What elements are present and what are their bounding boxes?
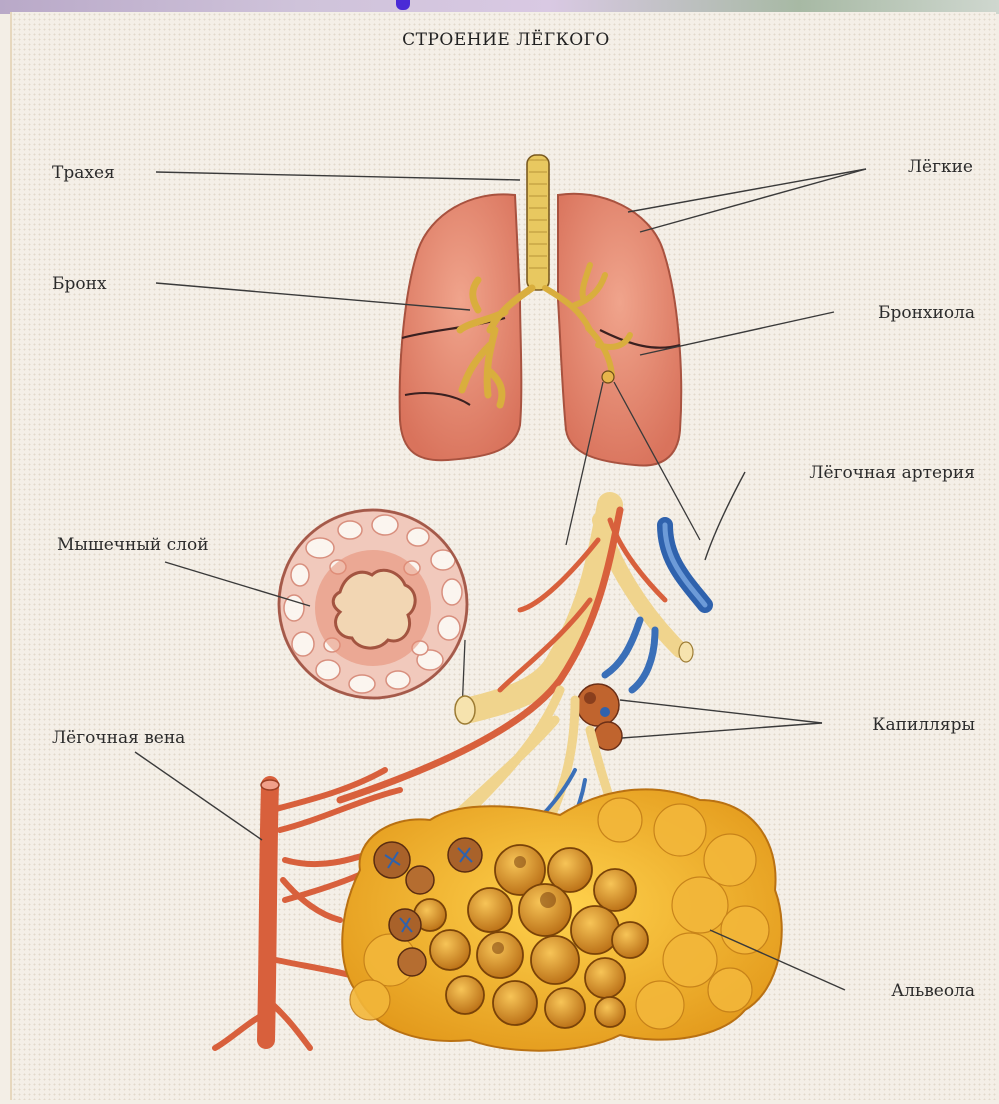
bronchiole-end bbox=[602, 371, 614, 383]
label-bronchiole: Бронхиола bbox=[878, 303, 975, 323]
bronchiole-tube bbox=[470, 505, 610, 710]
leader-trachea bbox=[156, 172, 520, 180]
label-lungs: Лёгкие bbox=[908, 157, 973, 177]
label-bronchus: Бронх bbox=[52, 274, 107, 294]
trachea-tube bbox=[527, 155, 549, 290]
leader-lungs-2 bbox=[640, 169, 866, 232]
airway-lumen bbox=[333, 570, 415, 648]
leader-pulmonary-vein bbox=[135, 752, 262, 840]
alveoli-cluster bbox=[342, 789, 781, 1050]
muscle-layer-cross-section bbox=[279, 510, 467, 698]
leader-lungs-1 bbox=[628, 169, 866, 212]
label-pulmonary-vein: Лёгочная вена bbox=[52, 728, 185, 748]
label-alveolus: Альвеола bbox=[891, 981, 975, 1001]
diagram-title: СТРОЕНИЕ ЛЁГКОГО bbox=[402, 29, 610, 50]
leader-capillaries-2 bbox=[622, 723, 822, 738]
label-muscle-layer: Мышечный слой bbox=[57, 535, 209, 555]
capillary-ball-upper bbox=[577, 684, 619, 726]
leader-capillaries-1 bbox=[620, 700, 822, 723]
label-capillaries: Капилляры bbox=[872, 715, 975, 735]
label-trachea: Трахея bbox=[52, 163, 115, 183]
label-pulmonary-artery: Лёгочная артерия bbox=[809, 463, 975, 483]
lungs-illustration bbox=[400, 155, 682, 466]
leader-pulmonary-artery bbox=[705, 472, 745, 560]
right-lung bbox=[558, 194, 681, 466]
